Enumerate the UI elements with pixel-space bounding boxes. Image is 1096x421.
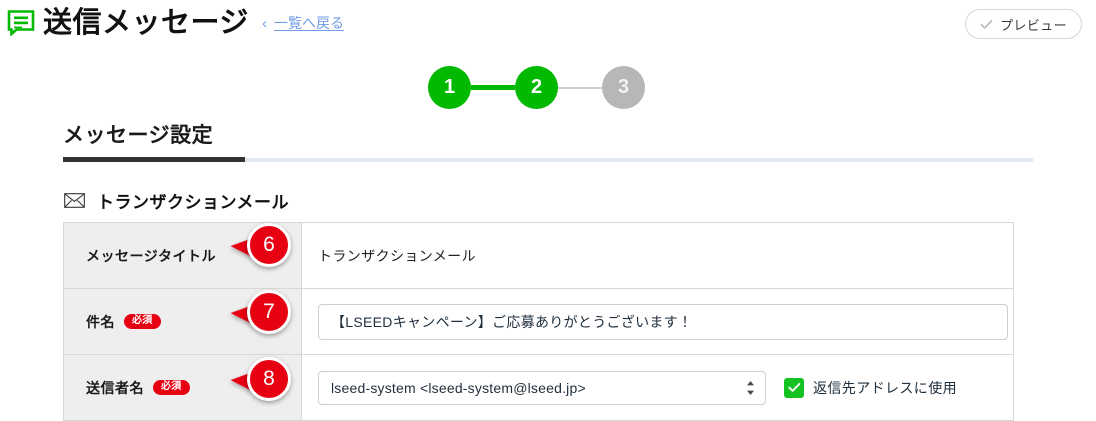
envelope-icon <box>64 193 85 208</box>
preview-button-label: プレビュー <box>999 17 1067 33</box>
annotation-number-6: 6 <box>247 223 291 267</box>
annotation-marker-6: 6 <box>230 223 291 267</box>
chevron-left-icon: ‹ <box>262 14 267 32</box>
sender-name-select[interactable]: lseed-system <lseed-system@lseed.jp> <box>318 370 766 405</box>
message-settings-table: メッセージタイトル トランザクションメール 件名 必須 送 <box>63 222 1014 421</box>
preview-button[interactable]: プレビュー <box>965 9 1082 39</box>
section-header: トランザクションメール <box>64 188 289 213</box>
row-label-sender-name: 送信者名 <box>86 379 144 396</box>
required-badge: 必須 <box>124 314 161 329</box>
required-badge: 必須 <box>153 380 190 395</box>
page-title: 送信メッセージ <box>43 7 249 39</box>
step-indicator: 1 2 3 <box>428 66 645 109</box>
step-1[interactable]: 1 <box>428 66 471 109</box>
subject-input[interactable] <box>318 303 1008 340</box>
annotation-number-7: 7 <box>247 290 291 334</box>
annotation-marker-7: 7 <box>230 290 291 334</box>
row-label-message-title: メッセージタイトル <box>86 247 216 264</box>
annotation-marker-8: 8 <box>230 357 291 401</box>
step-connector-1 <box>471 85 515 90</box>
sender-name-select-value[interactable]: lseed-system <lseed-system@lseed.jp> <box>318 370 766 405</box>
row-value-cell-subject <box>301 288 1014 355</box>
message-bubble-icon <box>7 10 35 37</box>
section-title: トランザクションメール <box>97 193 289 212</box>
tab-underline-track <box>63 158 1033 162</box>
back-to-list-label[interactable]: 一覧へ戻る <box>274 15 344 31</box>
reply-to-address-label: 返信先アドレスに使用 <box>813 379 957 396</box>
table-row: 件名 必須 <box>63 288 1014 355</box>
row-value-cell-message-title: トランザクションメール <box>301 222 1014 289</box>
table-row: メッセージタイトル トランザクションメール <box>63 222 1014 289</box>
row-value-cell-sender-name: lseed-system <lseed-system@lseed.jp> <box>301 354 1014 421</box>
step-connector-2 <box>558 86 602 89</box>
page-header: 送信メッセージ ‹ 一覧へ戻る プレビュー <box>0 0 1096 48</box>
tab-bar: メッセージ設定 <box>63 121 1033 151</box>
table-row: 送信者名 必須 lseed-system <lseed-system@lseed… <box>63 354 1014 421</box>
tab-message-settings[interactable]: メッセージ設定 <box>63 124 214 147</box>
back-to-list-link[interactable]: ‹ 一覧へ戻る <box>262 13 344 33</box>
checkbox-checked-icon[interactable] <box>784 377 804 398</box>
step-2[interactable]: 2 <box>515 66 558 109</box>
step-3[interactable]: 3 <box>602 66 645 109</box>
row-label-subject: 件名 <box>86 313 115 330</box>
check-icon <box>980 18 993 31</box>
tab-underline-active <box>63 157 245 162</box>
reply-to-address-checkbox[interactable]: 返信先アドレスに使用 <box>784 377 957 398</box>
message-title-value: トランザクションメール <box>318 247 476 264</box>
annotation-number-8: 8 <box>247 357 291 401</box>
